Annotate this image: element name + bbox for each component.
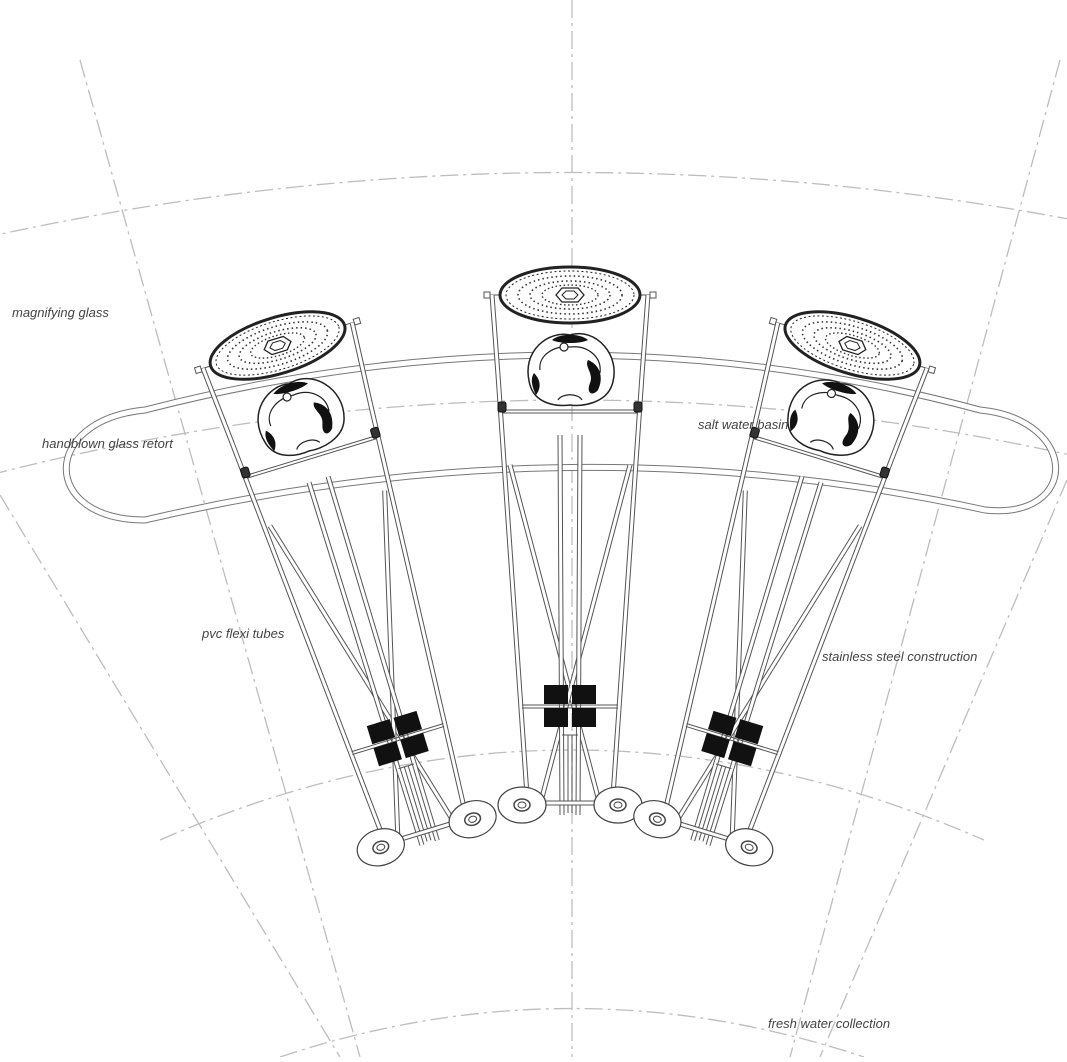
label-stainless-steel-construction: stainless steel construction [822,649,978,664]
label-fresh-water-collection: fresh water collection [768,1016,891,1031]
desalination-unit-right [616,294,943,876]
label-handblown-glass-retort: handblown glass retort [42,436,173,451]
label-magnifying-glass: magnifying glass [12,305,109,320]
label-pvc-flexi-tubes: pvc flexi tubes [202,626,285,641]
label-salt-water-basin: salt water basin [698,417,789,432]
salt-water-basin [62,351,1060,524]
desalination-unit-center [484,267,656,823]
desalination-unit-left [187,294,514,876]
